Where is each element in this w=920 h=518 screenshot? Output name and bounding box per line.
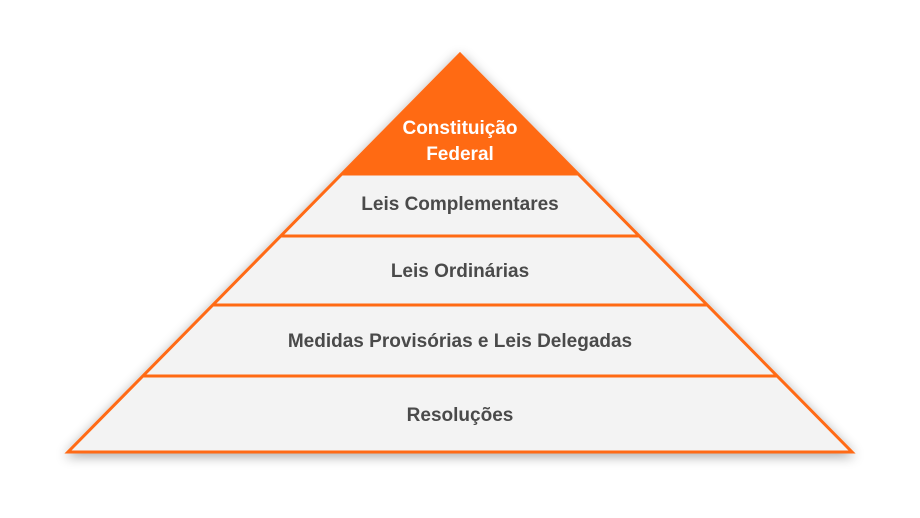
level-label-complementares: Leis Complementares	[361, 194, 558, 215]
level-label-medidas: Medidas Provisórias e Leis Delegadas	[288, 331, 632, 352]
apex-label-line2: Federal	[426, 144, 494, 165]
pyramid-outline	[64, 51, 856, 454]
pyramid-apex	[342, 54, 578, 174]
level-label-resolucoes: Resoluções	[407, 405, 514, 426]
level-label-ordinarias: Leis Ordinárias	[391, 261, 529, 282]
apex-label-line1: Constituição	[402, 118, 517, 139]
